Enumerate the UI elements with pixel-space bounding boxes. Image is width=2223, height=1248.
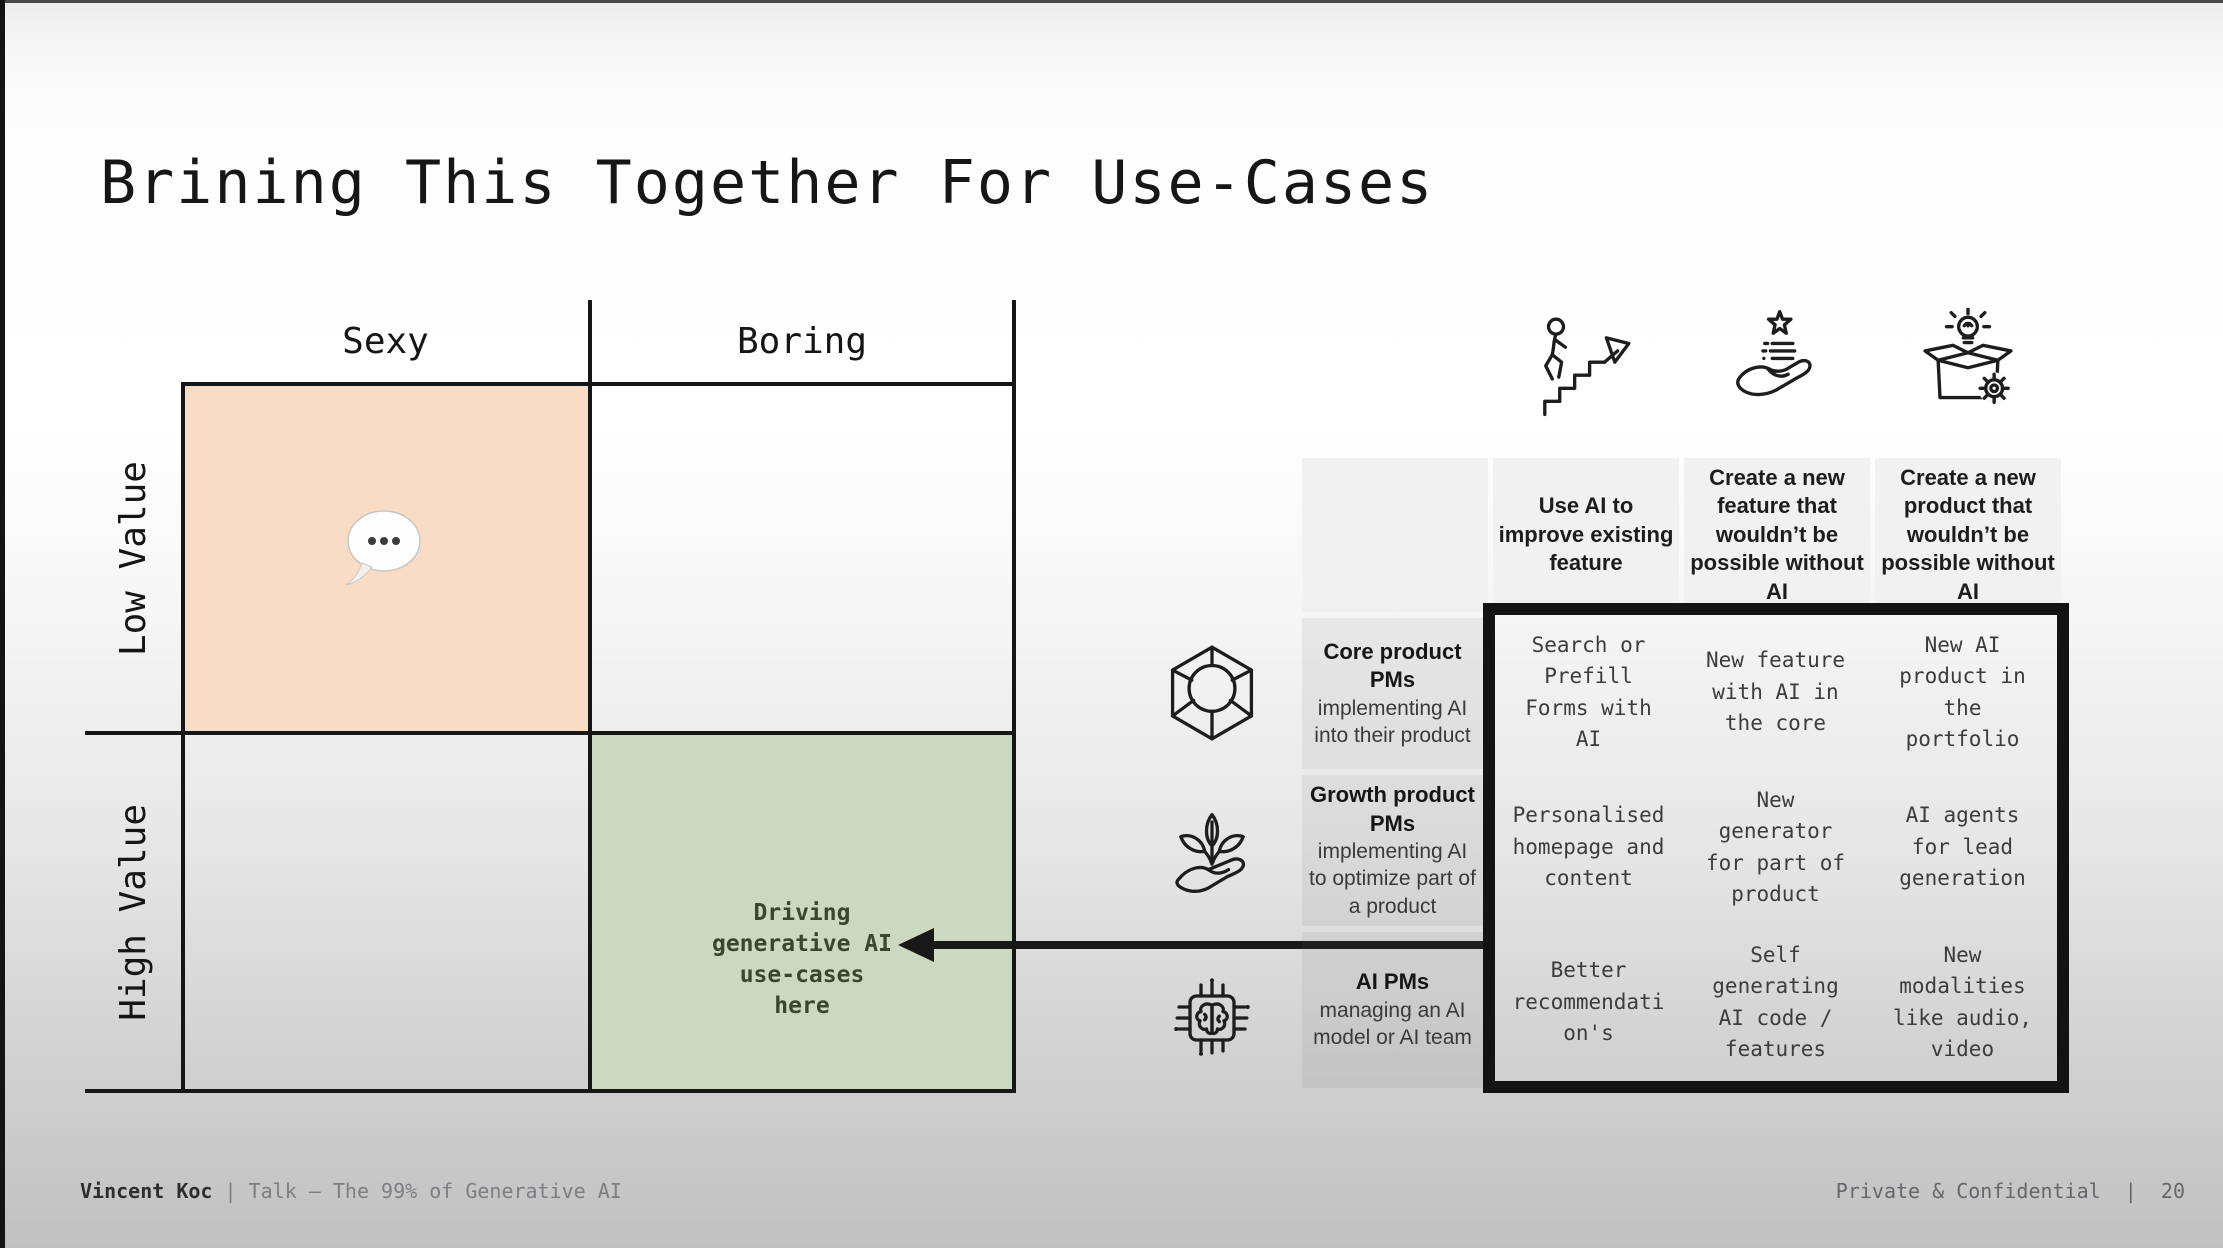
matrix-col-label-boring: Boring — [736, 320, 868, 362]
matrix-left-border — [181, 382, 185, 1093]
improvement-stairs-icon — [1543, 317, 1631, 417]
matrix-column-divider — [588, 300, 592, 1093]
column-header-new-feature: Create a new feature that wouldn’t be po… — [1684, 458, 1870, 612]
arrow-shaft — [932, 941, 1483, 949]
matrix-col-label-sexy: Sexy — [342, 320, 429, 362]
column-header-new-product: Create a new product that wouldn’t be po… — [1875, 458, 2061, 612]
matrix-row-label-high-value: High Value — [112, 803, 154, 1021]
row-header-ai-pms: AI PMs managing an AI model or AI team — [1302, 932, 1483, 1088]
row-name: AI PMs — [1355, 969, 1430, 995]
hand-star-list-icon — [1736, 310, 1812, 397]
left-edge-strip — [0, 0, 5, 1248]
row-header-growth-product-pms: Growth product PMs implementing AI to op… — [1302, 775, 1483, 926]
footer-author: Vincent Koc — [80, 1179, 213, 1203]
row-name: Core product PMs — [1323, 638, 1462, 693]
row-desc: implementing AI into their product — [1314, 696, 1471, 748]
arrow-head — [898, 928, 934, 962]
footer-talk-title: | Talk – The 99% of Generative AI — [212, 1179, 622, 1203]
highlight-box — [1483, 603, 2069, 1093]
table-corner-cell — [1302, 458, 1488, 612]
matrix-right-border — [1012, 300, 1016, 1093]
matrix-row-label-low-value: Low Value — [112, 460, 154, 657]
footer-left: Vincent Koc | Talk – The 99% of Generati… — [80, 1179, 622, 1203]
row-name: Growth product PMs — [1310, 781, 1475, 836]
matrix-row-divider — [85, 731, 1016, 735]
top-edge-line — [0, 0, 2223, 3]
column-header-improve: Use AI to improve existing feature — [1493, 458, 1679, 612]
footer-confidential-page: Private & Confidential | 20 — [1835, 1179, 2185, 1203]
speech-bubble-emoji — [345, 510, 421, 586]
matrix-top-border — [181, 382, 1016, 386]
row-header-core-product-pms: Core product PMs implementing AI into th… — [1302, 618, 1483, 769]
ai-chip-brain-icon — [1174, 978, 1250, 1056]
cube-sphere-icon — [1170, 645, 1254, 741]
box-bulb-gear-icon — [1923, 308, 2013, 405]
matrix-bottom-border — [85, 1089, 1016, 1093]
row-desc: implementing AI to optimize part of a pr… — [1309, 840, 1476, 918]
matrix-cell-boring-high — [592, 735, 1012, 1089]
row-desc: managing an AI model or AI team — [1313, 999, 1472, 1050]
hand-plant-icon — [1175, 813, 1246, 893]
page-title: Brining This Together For Use-Cases — [100, 148, 1435, 218]
